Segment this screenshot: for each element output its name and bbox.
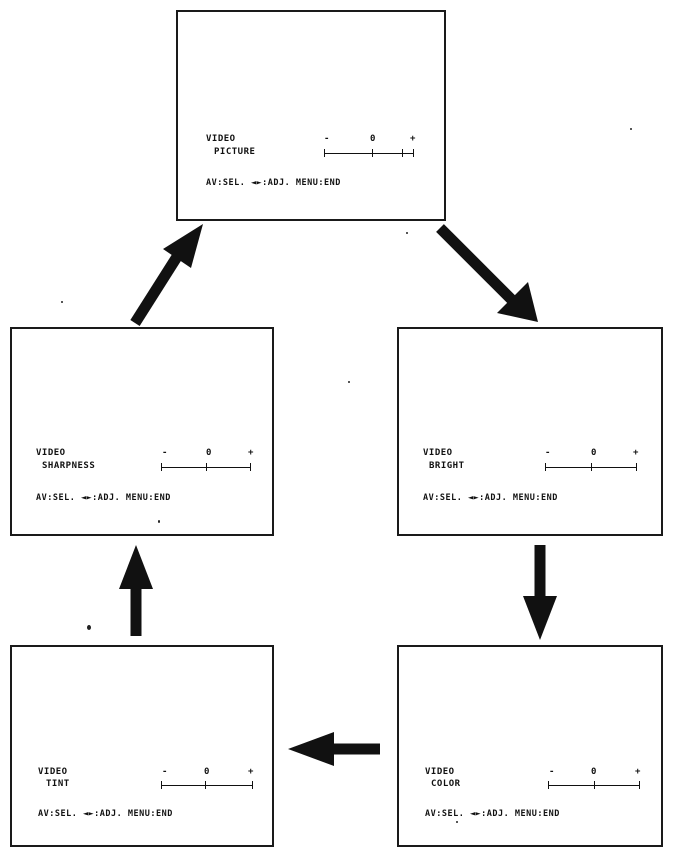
osd-value: 0 bbox=[591, 767, 597, 777]
osd-parameter: PICTURE bbox=[214, 147, 256, 157]
osd-level-bar bbox=[545, 463, 637, 471]
osd-parameter: BRIGHT bbox=[429, 461, 465, 471]
osd-plus: + bbox=[410, 134, 416, 144]
osd-title: VIDEO bbox=[38, 767, 68, 777]
scan-speck bbox=[456, 821, 458, 823]
osd-value: 0 bbox=[206, 448, 212, 458]
osd-value: 0 bbox=[591, 448, 597, 458]
arrow-bright-to-color bbox=[523, 545, 557, 640]
osd-parameter: COLOR bbox=[431, 779, 461, 789]
osd-level-bar bbox=[324, 149, 414, 157]
scan-speck bbox=[158, 520, 160, 523]
osd-minus: - bbox=[162, 448, 168, 458]
osd-plus: + bbox=[248, 767, 254, 777]
osd-help: AV:SEL. ◄►:ADJ. MENU:END bbox=[423, 493, 558, 503]
screen-sharpness: VIDEO SHARPNESS - 0 + AV:SEL. ◄►:ADJ. ME… bbox=[10, 327, 274, 536]
screen-color: VIDEO COLOR - 0 + AV:SEL. ◄►:ADJ. MENU:E… bbox=[397, 645, 663, 847]
osd-minus: - bbox=[324, 134, 330, 144]
scan-speck bbox=[630, 128, 632, 130]
osd-sharpness: VIDEO SHARPNESS - 0 + AV:SEL. ◄►:ADJ. ME… bbox=[34, 329, 254, 534]
scan-speck bbox=[87, 625, 91, 630]
osd-help: AV:SEL. ◄►:ADJ. MENU:END bbox=[38, 809, 173, 819]
osd-plus: + bbox=[248, 448, 254, 458]
arrow-color-to-tint bbox=[288, 732, 380, 766]
screen-bright: VIDEO BRIGHT - 0 + AV:SEL. ◄►:ADJ. MENU:… bbox=[397, 327, 663, 536]
osd-title: VIDEO bbox=[423, 448, 453, 458]
osd-help: AV:SEL. ◄►:ADJ. MENU:END bbox=[425, 809, 560, 819]
osd-level-bar bbox=[161, 463, 251, 471]
osd-minus: - bbox=[549, 767, 555, 777]
osd-minus: - bbox=[545, 448, 551, 458]
scan-speck bbox=[348, 381, 350, 383]
osd-help: AV:SEL. ◄►:ADJ. MENU:END bbox=[206, 178, 341, 188]
scan-speck bbox=[406, 232, 408, 234]
arrow-tint-to-sharpness bbox=[119, 545, 153, 636]
osd-value: 0 bbox=[370, 134, 376, 144]
screen-picture: VIDEO PICTURE - 0 + AV:SEL. ◄►:ADJ. MENU… bbox=[176, 10, 446, 221]
osd-minus: - bbox=[162, 767, 168, 777]
arrow-picture-to-bright bbox=[436, 224, 538, 322]
osd-parameter: TINT bbox=[46, 779, 70, 789]
osd-color: VIDEO COLOR - 0 + AV:SEL. ◄►:ADJ. MENU:E… bbox=[421, 647, 641, 845]
osd-plus: + bbox=[633, 448, 639, 458]
osd-title: VIDEO bbox=[206, 134, 236, 144]
osd-tint: VIDEO TINT - 0 + AV:SEL. ◄►:ADJ. MENU:EN… bbox=[34, 647, 254, 845]
osd-parameter: SHARPNESS bbox=[42, 461, 96, 471]
osd-title: VIDEO bbox=[36, 448, 66, 458]
arrow-sharpness-to-picture bbox=[130, 224, 203, 326]
screen-tint: VIDEO TINT - 0 + AV:SEL. ◄►:ADJ. MENU:EN… bbox=[10, 645, 274, 847]
osd-title: VIDEO bbox=[425, 767, 455, 777]
osd-level-bar bbox=[161, 781, 253, 789]
osd-value: 0 bbox=[204, 767, 210, 777]
osd-picture: VIDEO PICTURE - 0 + AV:SEL. ◄►:ADJ. MENU… bbox=[200, 12, 420, 219]
osd-plus: + bbox=[635, 767, 641, 777]
osd-level-bar bbox=[548, 781, 640, 789]
osd-bright: VIDEO BRIGHT - 0 + AV:SEL. ◄►:ADJ. MENU:… bbox=[421, 329, 641, 534]
scan-speck bbox=[61, 301, 63, 303]
osd-help: AV:SEL. ◄►:ADJ. MENU:END bbox=[36, 493, 171, 503]
